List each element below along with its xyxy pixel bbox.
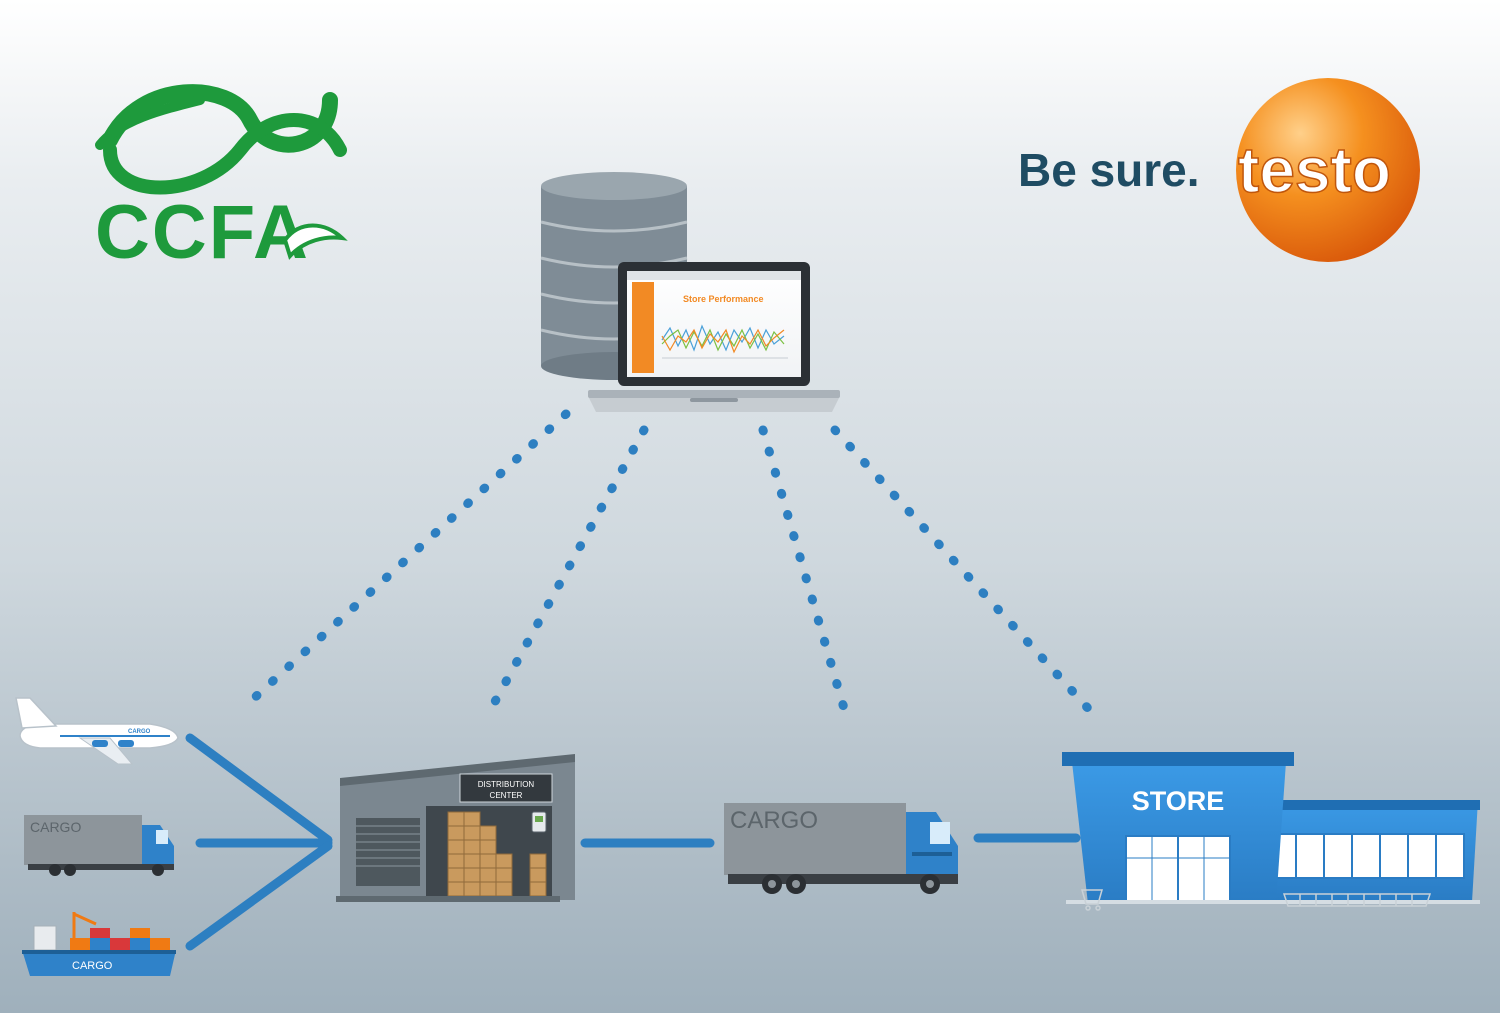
ccfa-wordmark: CCFA	[95, 190, 310, 275]
ship-cargo-label: CARGO	[72, 960, 113, 972]
ccfa-emblem-icon	[95, 84, 347, 195]
testo-tagline: Be sure.	[1018, 144, 1200, 196]
delivery-truck-cargo-label: CARGO	[730, 807, 818, 834]
store-icon: STORE	[1062, 752, 1480, 911]
laptop-icon: Store Performance	[588, 262, 840, 412]
store-sign: STORE	[1132, 786, 1225, 816]
cargo-airplane-icon: CARGO	[15, 697, 179, 765]
distribution-center-label-line2: CENTER	[490, 791, 523, 800]
shopping-cart-icon	[1081, 889, 1103, 911]
inbound-truck-cargo-label: CARGO	[30, 819, 81, 835]
testo-ball-icon	[1236, 78, 1420, 262]
testo-wordmark: testo	[1238, 134, 1391, 206]
delivery-truck-icon: CARGO	[724, 803, 958, 894]
transport-links	[185, 733, 1081, 951]
ccfa-fish-icon	[282, 223, 348, 260]
airplane-cargo-label: CARGO	[128, 729, 151, 735]
wireless-link-store	[830, 425, 1100, 721]
cargo-ship-icon: CARGO	[22, 912, 176, 976]
link-ship-to-dc	[185, 841, 333, 951]
ccfa-logo: CCFA	[95, 84, 348, 275]
wireless-link-distribution	[481, 425, 649, 723]
laptop-screen-title: Store Performance	[683, 294, 764, 304]
wireless-link-delivery-truck	[758, 425, 853, 727]
distribution-center-icon: DISTRIBUTION CENTER	[336, 754, 575, 902]
shopping-cart-row-icon	[1282, 893, 1432, 907]
wireless-link-distribution-left	[247, 409, 571, 705]
distribution-center-label-line1: DISTRIBUTION	[478, 780, 535, 789]
inbound-truck-icon: CARGO	[24, 815, 174, 876]
link-airplane-to-dc	[185, 733, 333, 845]
testo-logo: Be sure. testo	[1018, 78, 1420, 262]
wireless-links	[247, 409, 1100, 727]
